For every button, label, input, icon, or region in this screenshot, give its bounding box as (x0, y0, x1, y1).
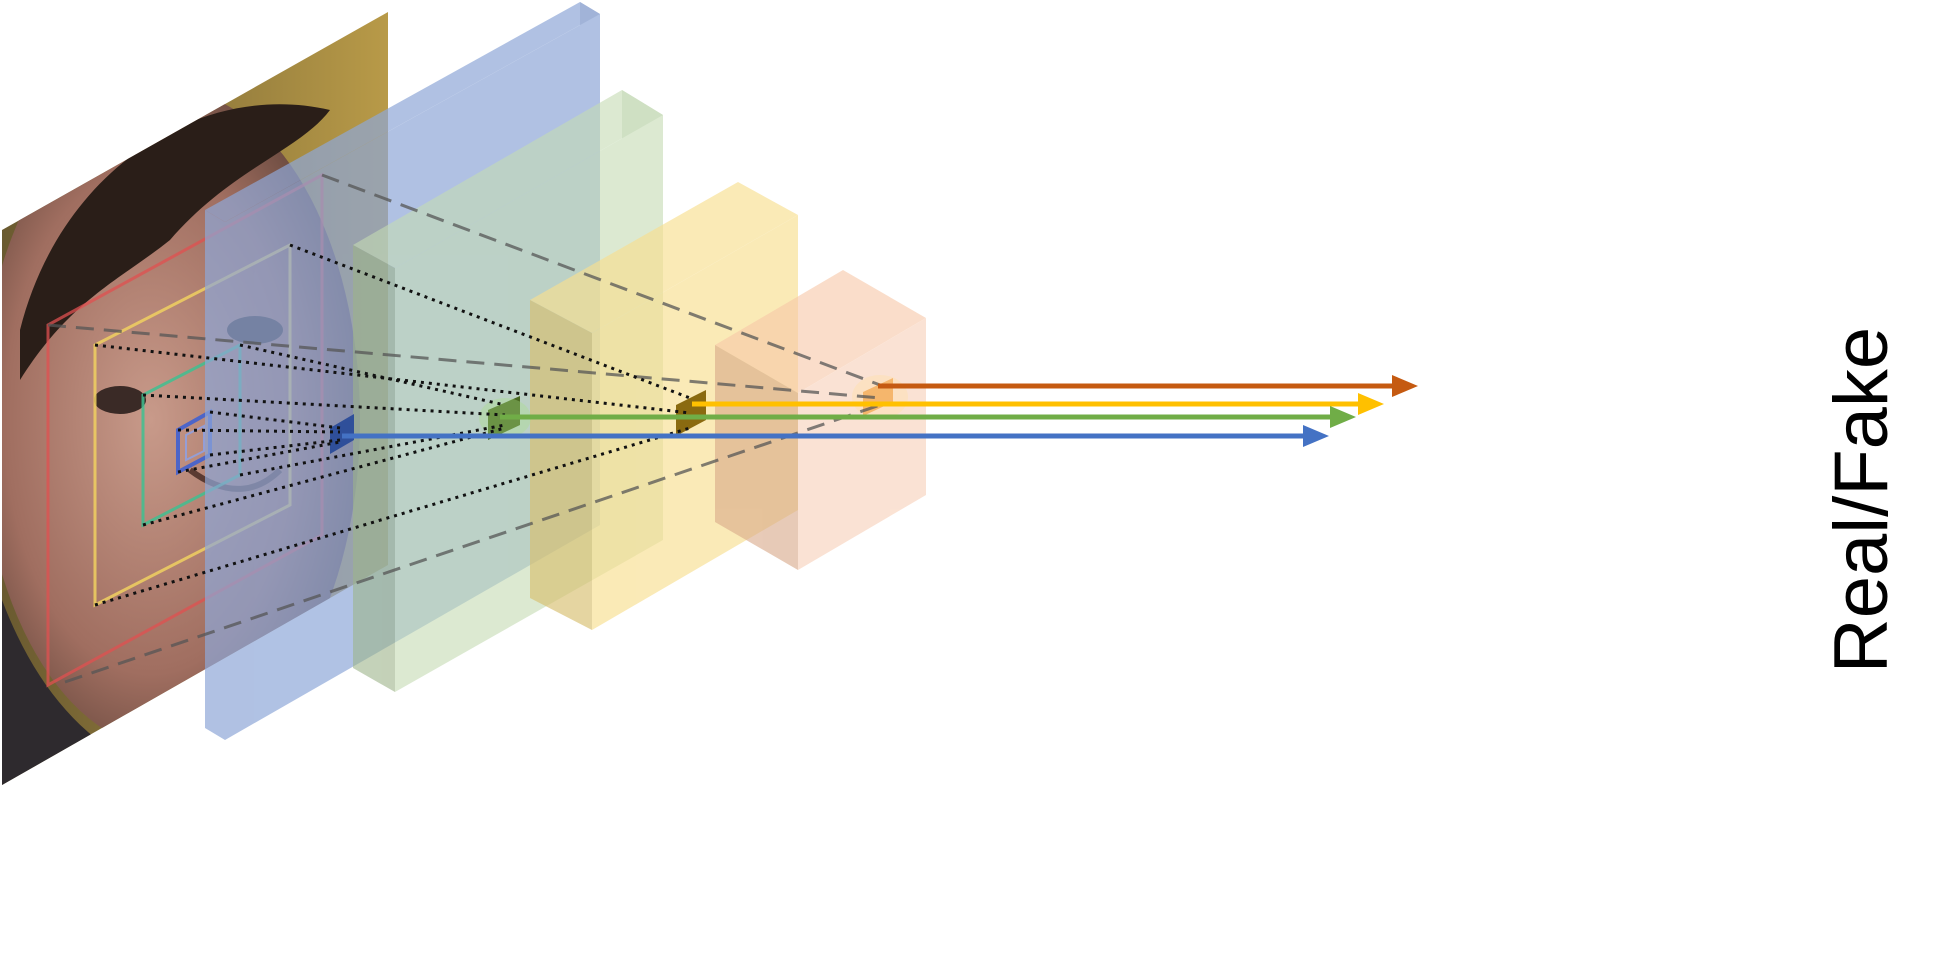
output-arrow-yellow (692, 393, 1384, 415)
output-arrow-blue (342, 425, 1329, 447)
projection-lines (47, 173, 881, 684)
output-label: Real/Fake (1819, 326, 1904, 674)
output-arrow-green (500, 406, 1356, 428)
feature-map-layer-4 (715, 270, 926, 570)
output-arrow-orange (878, 375, 1418, 397)
